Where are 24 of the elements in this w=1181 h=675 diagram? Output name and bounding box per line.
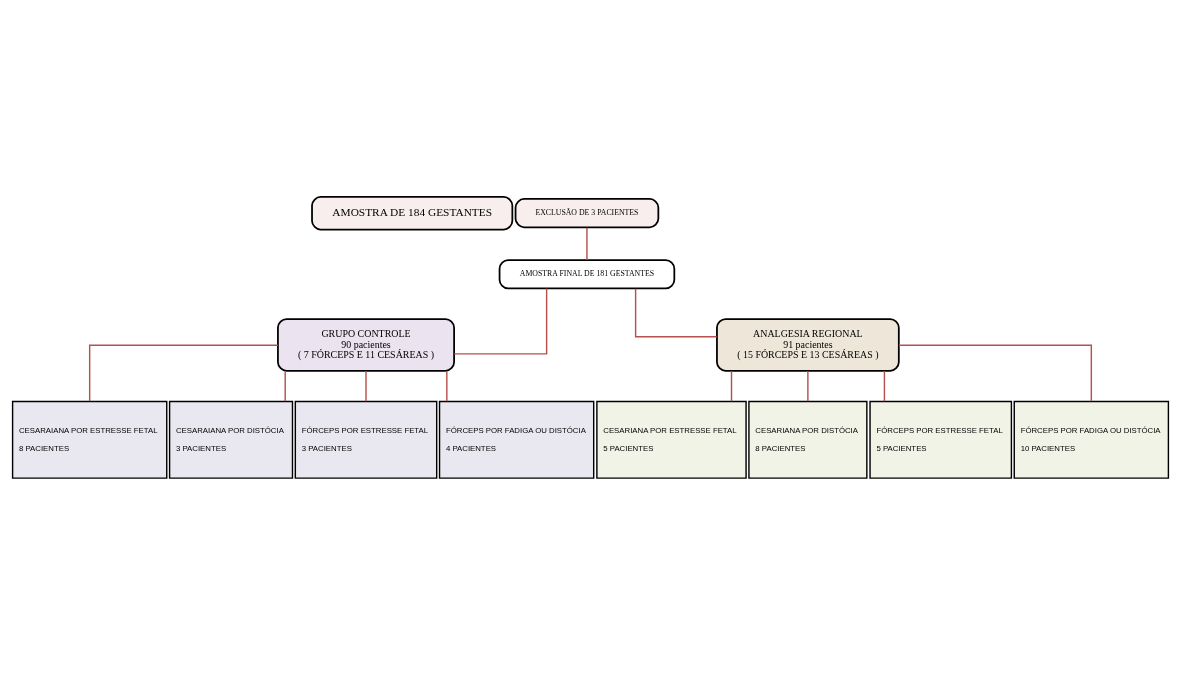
node-box: CESARIANA POR ESTRESSE FETAL 5 PACIENTES xyxy=(596,400,747,479)
connector xyxy=(898,344,1093,403)
connector xyxy=(446,370,448,402)
node-box: GRUPO CONTROLE 90 pacientes ( 7 FÓRCEPS E 11 CESÁREAS ) xyxy=(277,318,455,372)
node-box: CESARAIANA POR DISTÓCIA 3 PACIENTES xyxy=(168,400,294,479)
node-box: CESARIANA POR DISTÓCIA 8 PACIENTES xyxy=(748,400,868,479)
node-box: EXCLUSÃO DE 3 PACIENTES xyxy=(514,198,660,229)
connector xyxy=(586,226,588,261)
node-box: FÓRCEPS POR FADIGA OU DISTÓCIA 4 PACIENTES xyxy=(438,400,595,479)
node-box: CESARAIANA POR ESTRESSE FETAL 8 PACIENTES xyxy=(11,400,168,479)
node-box: FÓRCEPS POR ESTRESSE FETAL 3 PACIENTES xyxy=(294,400,438,479)
node-box: AMOSTRA FINAL DE 181 GESTANTES xyxy=(498,259,676,290)
node-box: FÓRCEPS POR FADIGA OU DISTÓCIA 10 PACIENTES xyxy=(1013,400,1170,479)
connector xyxy=(634,288,718,338)
connector xyxy=(807,370,809,402)
node-box: FÓRCEPS POR ESTRESSE FETAL 5 PACIENTES xyxy=(869,400,1013,479)
connector xyxy=(284,370,286,402)
node-box: AMOSTRA DE 184 GESTANTES xyxy=(311,195,514,231)
connector xyxy=(730,370,733,402)
node-box: ANALGESIA REGIONAL 91 pacientes ( 15 FÓRCEPS E 13 CESÁREAS ) xyxy=(716,318,900,372)
connector xyxy=(883,370,886,402)
connector xyxy=(88,344,279,403)
connector xyxy=(365,370,367,402)
connector xyxy=(453,287,548,355)
